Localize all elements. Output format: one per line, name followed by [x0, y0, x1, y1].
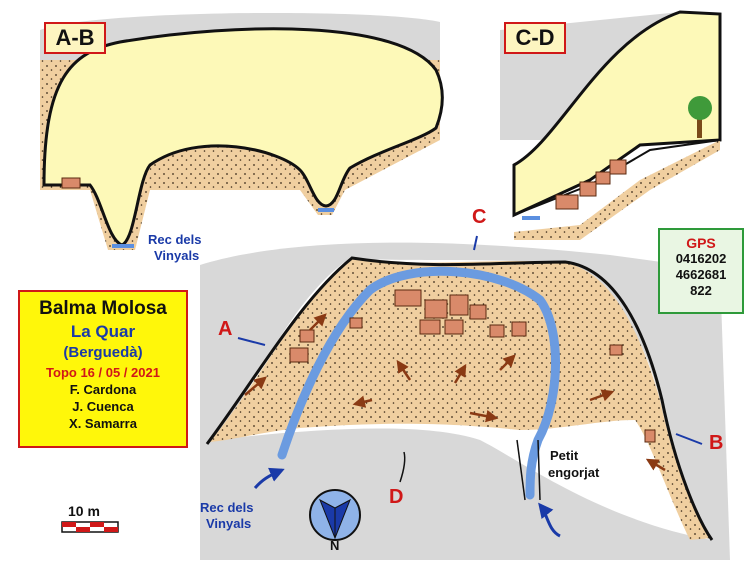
cave-region: (Berguedà): [63, 344, 143, 361]
gorge-label-1: Petit: [550, 448, 579, 463]
point-c-label: C: [472, 206, 487, 228]
rec-label-bottom-2: Vinyals: [206, 516, 252, 531]
tree-trunk: [697, 116, 702, 138]
point-d-label: D: [389, 486, 404, 508]
scale-bar: [61, 521, 119, 533]
compass-icon: [309, 489, 361, 541]
author-1: F. Cardona: [69, 382, 137, 397]
gps-y: 4662681: [675, 267, 727, 282]
gps-title: GPS: [686, 235, 716, 251]
rec-label-top-2: Vinyals: [154, 248, 200, 263]
cave-place: La Quar: [70, 322, 136, 341]
topo-date: Topo 16 / 05 / 2021: [46, 365, 160, 380]
gps-x: 0416202: [675, 251, 727, 266]
author-3: X. Samarra: [69, 416, 137, 431]
gorge-label-2: engorjat: [548, 465, 600, 480]
tree-icon: [688, 96, 712, 120]
gps-box: GPS 0416202 4662681 822: [658, 228, 744, 314]
section-ab: [40, 12, 444, 250]
compass-north-label: N: [330, 538, 340, 553]
point-a-label: A: [218, 318, 233, 340]
section-cd-label: C-D: [504, 22, 566, 54]
rec-label-bottom-1: Rec dels: [200, 500, 254, 515]
rec-label-top-1: Rec dels: [148, 232, 202, 247]
section-ab-label: A-B: [44, 22, 106, 54]
author-2: J. Cuenca: [72, 399, 134, 414]
point-b-label: B: [709, 432, 724, 454]
plan-view: [200, 235, 730, 560]
gps-altitude: 822: [690, 283, 712, 298]
cave-name: Balma Molosa: [39, 298, 167, 319]
info-box: Balma Molosa La Quar (Berguedà) Topo 16 …: [18, 290, 188, 448]
scale-label: 10 m: [68, 503, 100, 519]
